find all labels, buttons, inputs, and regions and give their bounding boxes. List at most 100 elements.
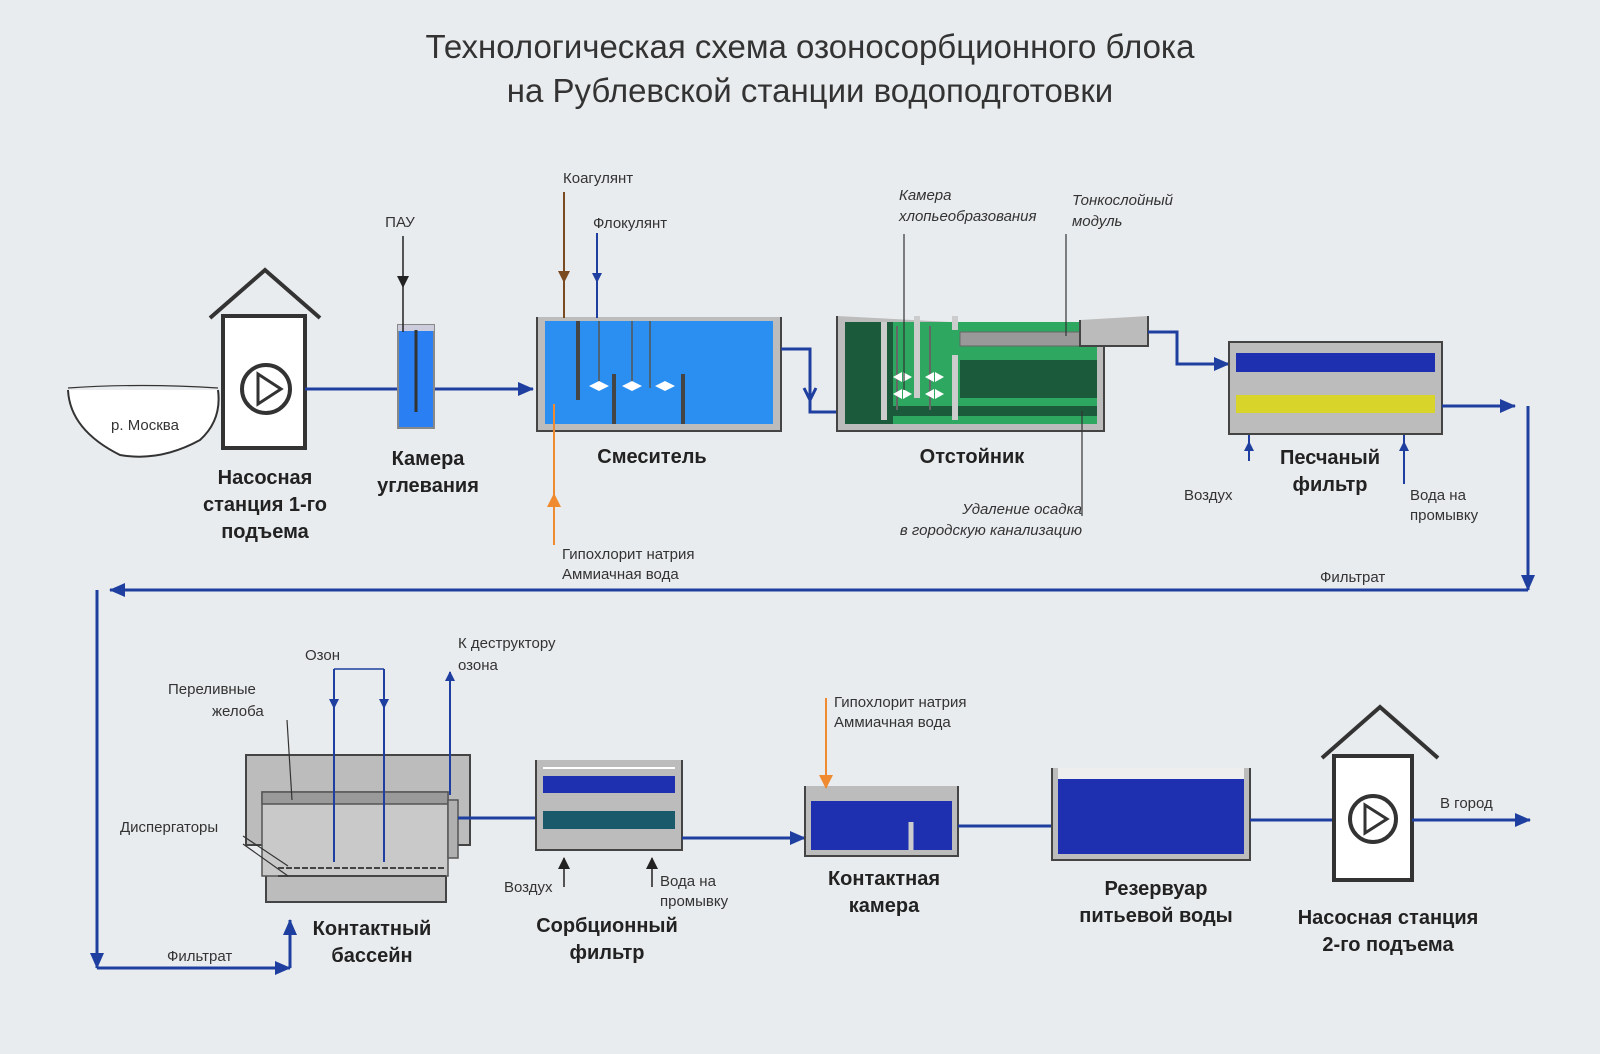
mixer-tank: Коагулянт Флокулянт Гипохлорит натрия Ам… [536,170,782,583]
pump2-label-1: Насосная станция [1298,907,1479,929]
pump1-label-3: подъема [221,521,309,543]
settler-tank: Камера хлопьеобразования Тонкослойный мо… [836,187,1174,539]
pipe-settler-sandfilter [1148,330,1230,371]
title-line-1: Технологическая схема озоносорбционного … [426,28,1196,65]
svg-text:бассейн: бассейн [331,945,412,967]
thin-layer-line-1: Тонкослойный [1072,192,1174,209]
svg-text:подъема: подъема [221,521,309,543]
sludge-line-2: в городскую канализацию [900,522,1082,539]
river-label: р. Москва [111,417,180,434]
svg-text:модуль: модуль [1072,213,1123,230]
reservoir-label-2: питьевой воды [1079,905,1232,927]
svg-text:К деструктору: К деструктору [458,635,556,652]
svg-text:фильтр: фильтр [1292,474,1367,496]
pump-station-2: Насосная станция 2-го подъема [1298,704,1479,956]
overflow-line-2: желоба [212,703,264,720]
thin-layer-line-2: модуль [1072,213,1123,230]
pump-icon [256,371,284,407]
contact-pool-label-1: Контактный [313,918,432,940]
svg-text:Насосная станция: Насосная станция [1298,907,1479,929]
svg-text:в городскую канализацию: в городскую канализацию [900,522,1082,539]
svg-text:Сорбционный: Сорбционный [536,915,678,937]
svg-text:углевания: углевания [377,475,479,497]
pump1-label-2: станция 1-го [203,494,327,516]
svg-text:2-го подъема: 2-го подъема [1322,934,1454,956]
pump2-label-2: 2-го подъема [1322,934,1454,956]
svg-text:Тонкослойный: Тонкослойный [1072,192,1174,209]
sorption-label-2: фильтр [569,942,644,964]
ozone-label: Озон [305,647,340,664]
svg-text:хлопьеобразования: хлопьеобразования [898,208,1037,225]
svg-text:Камера: Камера [899,187,952,204]
settler-label: Отстойник [920,446,1026,468]
hypochlorite2-line-2: Аммиачная вода [834,714,951,731]
carbon-label-2: углевания [377,475,479,497]
river-moskva: р. Москва [67,384,220,458]
svg-text:Песчаный: Песчаный [1280,447,1380,469]
svg-text:Аммиачная вода: Аммиачная вода [834,714,951,731]
svg-text:фильтр: фильтр [569,942,644,964]
air1-label: Воздух [1184,487,1233,504]
flocculant-label: Флокулянт [593,215,667,232]
wash1-line-2: промывку [1410,507,1479,524]
wash2-line-2: промывку [660,893,729,910]
svg-text:промывку: промывку [1410,507,1479,524]
pipe-mixer-settler [781,347,836,414]
svg-text:питьевой воды: питьевой воды [1079,905,1232,927]
wash2-line-1: Вода на [660,873,717,890]
svg-text:озона: озона [458,657,499,674]
svg-text:Контактная: Контактная [828,868,940,890]
svg-text:Контактный: Контактный [313,918,432,940]
svg-text:Гипохлорит натрия: Гипохлорит натрия [834,694,967,711]
title-line-2: на Рублевской станции водоподготовки [507,72,1113,109]
svg-text:Камера: Камера [392,448,466,470]
destructor-line-1: К деструктору [458,635,556,652]
svg-text:Гипохлорит натрия: Гипохлорит натрия [562,546,695,563]
filtrate1-label: Фильтрат [1320,569,1385,586]
svg-text:Резервуар: Резервуар [1105,878,1208,900]
svg-text:промывку: промывку [660,893,729,910]
svg-text:Вода на: Вода на [1410,487,1467,504]
hypochlorite1-line-1: Гипохлорит натрия [562,546,695,563]
svg-text:Удаление осадка: Удаление осадка [961,501,1082,518]
contact-pool-label-2: бассейн [331,945,412,967]
pump-station-1: Насосная станция 1-го подъема [203,267,327,543]
sorption-label-1: Сорбционный [536,915,678,937]
sludge-line-1: Удаление осадка [961,501,1082,518]
filtrate2-label: Фильтрат [167,948,232,965]
contact-chamber-label-2: камера [849,895,920,917]
floc-chamber-line-2: хлопьеобразования [898,208,1037,225]
mixer-blades-icon [589,381,675,391]
coagulant-label: Коагулянт [563,170,633,187]
sandfilter-label-2: фильтр [1292,474,1367,496]
sandfilter-label-1: Песчаный [1280,447,1380,469]
reservoir-label-1: Резервуар [1105,878,1208,900]
carbon-chamber: ПАУ Камера углевания [377,214,479,497]
wash1-line-1: Вода на [1410,487,1467,504]
svg-text:камера: камера [849,895,920,917]
dispergators-label: Диспергаторы [120,819,218,836]
flocculation-blades-icon [893,372,944,399]
pump2-icon [1363,802,1390,836]
drinking-water-reservoir: Резервуар питьевой воды [1051,768,1251,927]
pau-label: ПАУ [385,214,415,231]
pump1-label-1: Насосная [218,467,313,489]
air2-label: Воздух [504,879,553,896]
svg-text:Аммиачная вода: Аммиачная вода [562,566,679,583]
svg-text:Насосная: Насосная [218,467,313,489]
floc-chamber-line-1: Камера [899,187,952,204]
contact-chamber-label-1: Контактная [828,868,940,890]
sand-filter: Воздух Вода на промывку Песчаный фильтр [1184,341,1479,524]
svg-text:Переливные: Переливные [168,681,256,698]
contact-chamber: Гипохлорит натрия Аммиачная вода Контакт… [804,694,967,917]
sorption-filter: Воздух Вода на промывку Сорбционный филь… [504,760,729,964]
hypochlorite1-line-2: Аммиачная вода [562,566,679,583]
svg-text:станция 1-го: станция 1-го [203,494,327,516]
destructor-line-2: озона [458,657,499,674]
hypochlorite2-line-1: Гипохлорит натрия [834,694,967,711]
svg-text:желоба: желоба [212,703,264,720]
overflow-line-1: Переливные [168,681,256,698]
mixer-label: Смеситель [597,446,706,468]
svg-text:Вода на: Вода на [660,873,717,890]
